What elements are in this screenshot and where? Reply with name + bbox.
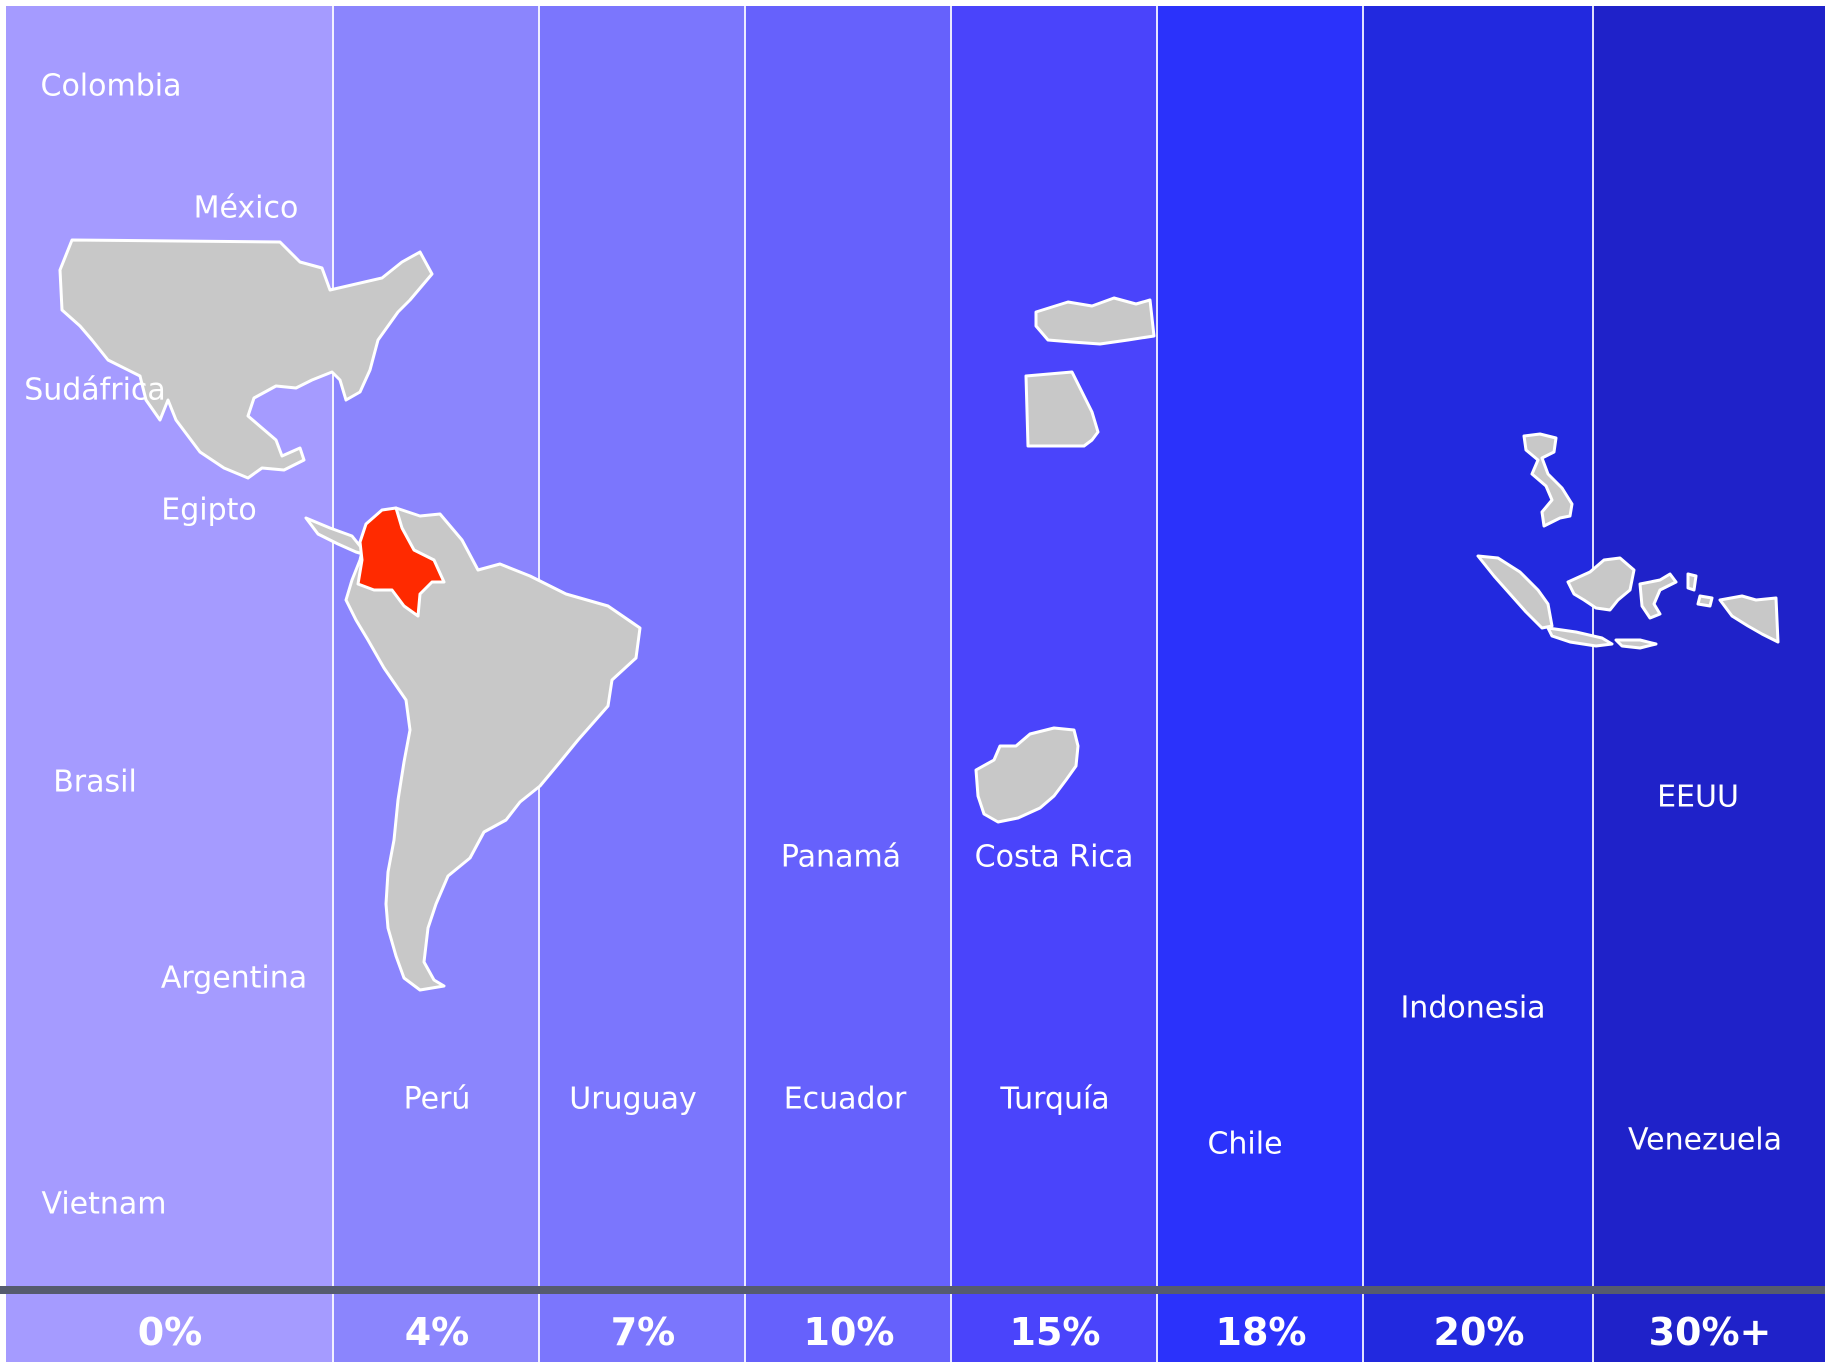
country-label-costa-rica: Costa Rica: [974, 839, 1134, 875]
indonesia-borneo-map-icon: [1566, 556, 1636, 612]
country-label-ecuador: Ecuador: [783, 1081, 907, 1117]
north-america-map-icon: [58, 238, 434, 480]
column-label-1: 4%: [404, 1310, 470, 1354]
country-label-uruguay: Uruguay: [569, 1081, 697, 1117]
country-label-indonesia: Indonesia: [1400, 990, 1546, 1026]
country-label-peru: Perú: [403, 1081, 471, 1117]
country-label-argentina: Argentina: [160, 960, 308, 996]
country-label-mexico: México: [193, 190, 299, 226]
indonesia-papua-map-icon: [1718, 594, 1780, 644]
south-africa-map-icon: [974, 726, 1080, 824]
country-label-vietnam: Vietnam: [41, 1186, 167, 1222]
axis-line: [0, 1286, 1825, 1294]
country-label-sudafrica: Sudáfrica: [24, 372, 166, 408]
column-band-5: [1158, 6, 1364, 1362]
column-band-4: [952, 6, 1158, 1362]
column-label-0: 0%: [137, 1310, 203, 1354]
country-label-panama: Panamá: [780, 839, 902, 875]
column-label-6: 20%: [1433, 1310, 1525, 1354]
indonesia-moluccas-map-icon: [1686, 572, 1714, 608]
column-label-3: 10%: [803, 1310, 895, 1354]
column-band-0: [6, 6, 334, 1362]
country-label-colombia: Colombia: [40, 68, 182, 104]
country-label-venezuela: Venezuela: [1627, 1122, 1783, 1158]
indonesia-lesser-sunda-map-icon: [1614, 638, 1658, 650]
column-label-2: 7%: [610, 1310, 676, 1354]
turkey-map-icon: [1034, 296, 1156, 346]
country-label-brasil: Brasil: [53, 764, 137, 800]
indonesia-sulawesi-map-icon: [1638, 572, 1678, 620]
country-label-chile: Chile: [1207, 1126, 1283, 1162]
south-america-map-icon: [344, 506, 642, 992]
column-label-4: 15%: [1009, 1310, 1101, 1354]
column-band-3: [746, 6, 952, 1362]
indonesia-java-map-icon: [1546, 626, 1614, 648]
egypt-map-icon: [1024, 370, 1100, 448]
country-label-egipto: Egipto: [161, 492, 257, 528]
colombia-highlight-map-icon: [356, 506, 446, 618]
column-band-6: [1364, 6, 1594, 1362]
column-label-7: 30%+: [1648, 1310, 1772, 1354]
indonesia-map-icon: [1476, 554, 1554, 630]
vietnam-map-icon: [1522, 432, 1574, 528]
column-label-5: 18%: [1215, 1310, 1307, 1354]
country-label-eeuu: EEUU: [1657, 779, 1739, 815]
country-label-turquia: Turquía: [1000, 1081, 1110, 1117]
column-band-7: [1594, 6, 1825, 1362]
